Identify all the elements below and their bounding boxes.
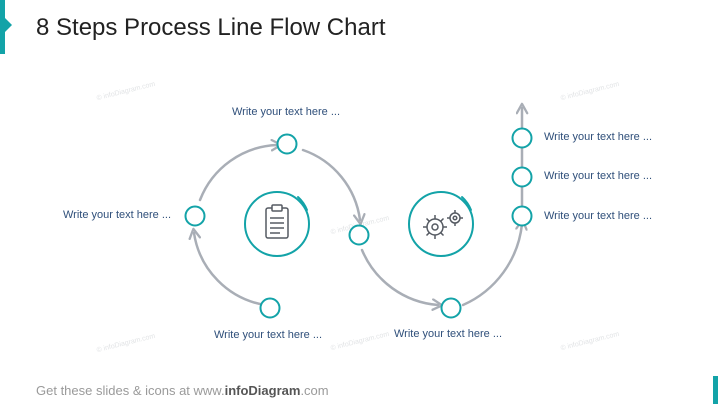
step-node-6 (511, 205, 533, 227)
step-node-8 (511, 127, 533, 149)
footer-suffix: .com (300, 383, 329, 398)
flow-path (360, 248, 438, 305)
clipboard-icon-circle (244, 191, 310, 257)
gears-icon (423, 210, 463, 239)
step-label-6: Write your text here ... (544, 210, 653, 222)
clipboard-icon (265, 204, 289, 239)
step-label-5: Write your text here ... (394, 328, 503, 340)
step-label-2: Write your text here ... (63, 209, 172, 221)
page-title: 8 Steps Process Line Flow Chart (36, 14, 386, 41)
step-node-1 (259, 297, 281, 319)
flow-path (194, 233, 267, 307)
step-node-3 (276, 133, 298, 155)
footer: Get these slides & icons at www.infoDiag… (36, 383, 329, 398)
right-accent-bar (713, 376, 718, 404)
footer-brand[interactable]: infoDiagram (224, 383, 301, 398)
flow-path (301, 148, 360, 220)
flow-path (461, 224, 522, 307)
left-accent-arrow (5, 18, 12, 32)
step-node-2 (184, 205, 206, 227)
step-label-3: Write your text here ... (232, 106, 341, 118)
step-node-5 (440, 297, 462, 319)
left-accent-bar (0, 0, 5, 54)
step-node-4 (348, 224, 370, 246)
step-node-7 (511, 166, 533, 188)
gears-icon-circle (408, 191, 474, 257)
step-label-7: Write your text here ... (544, 170, 653, 182)
step-label-1: Write your text here ... (214, 329, 323, 341)
flow-path (198, 145, 277, 202)
footer-prefix: Get these slides & icons at www. (36, 383, 225, 398)
step-label-8: Write your text here ... (544, 131, 653, 143)
